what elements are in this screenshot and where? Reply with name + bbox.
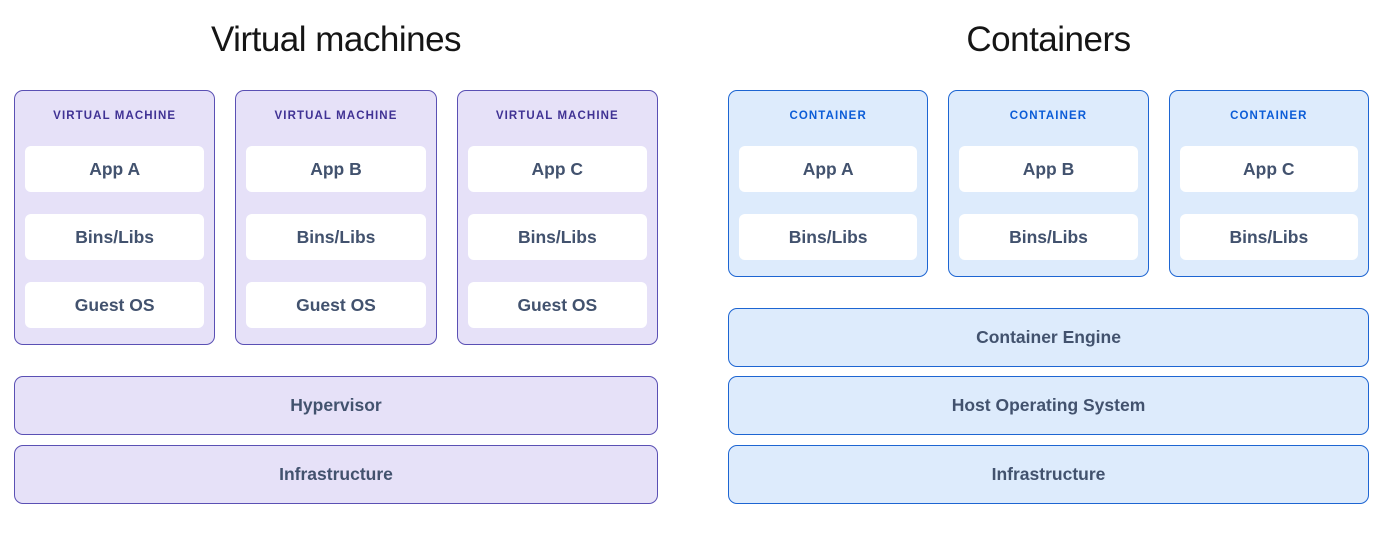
container1-app-layer: App A: [739, 146, 918, 192]
container-infrastructure-bar: Infrastructure: [728, 445, 1369, 504]
vm-cards-row: VIRTUAL MACHINE App A Bins/Libs Guest OS…: [14, 90, 658, 345]
container1-bins-libs-layer: Bins/Libs: [739, 214, 918, 260]
container2-app-layer: App B: [959, 146, 1138, 192]
vm-card-header: VIRTUAL MACHINE: [53, 110, 177, 122]
container-card-header: CONTAINER: [789, 110, 867, 122]
hypervisor-bar: Hypervisor: [14, 376, 658, 435]
container2-bins-libs-layer: Bins/Libs: [959, 214, 1138, 260]
virtual-machines-title: Virtual machines: [210, 20, 462, 59]
container-card-2: CONTAINER App B Bins/Libs: [948, 90, 1149, 277]
vm-infrastructure-bar: Infrastructure: [14, 445, 658, 504]
vm1-bins-libs-layer: Bins/Libs: [25, 214, 205, 260]
container-card-1: CONTAINER App A Bins/Libs: [728, 90, 929, 277]
vm2-app-layer: App B: [246, 146, 426, 192]
vm-card-1: VIRTUAL MACHINE App A Bins/Libs Guest OS: [14, 90, 216, 345]
container3-bins-libs-layer: Bins/Libs: [1179, 214, 1358, 260]
host-operating-system-bar: Host Operating System: [728, 376, 1369, 435]
vm1-app-layer: App A: [25, 146, 205, 192]
container-card-3: CONTAINER App C Bins/Libs: [1168, 90, 1369, 277]
vm3-guest-os-layer: Guest OS: [467, 282, 647, 328]
vm-card-3: VIRTUAL MACHINE App C Bins/Libs Guest OS: [456, 90, 658, 345]
container-engine-bar: Container Engine: [728, 308, 1369, 367]
containers-title: Containers: [966, 20, 1131, 59]
container-card-header: CONTAINER: [1009, 110, 1088, 122]
vm2-guest-os-layer: Guest OS: [246, 282, 426, 328]
vm1-guest-os-layer: Guest OS: [25, 282, 205, 328]
container3-app-layer: App C: [1179, 146, 1358, 192]
vm2-bins-libs-layer: Bins/Libs: [246, 214, 426, 260]
vm3-app-layer: App C: [467, 146, 647, 192]
container-cards-row: CONTAINER App A Bins/Libs CONTAINER App …: [728, 90, 1369, 277]
container-card-header: CONTAINER: [1230, 110, 1308, 122]
vm-card-2: VIRTUAL MACHINE App B Bins/Libs Guest OS: [235, 90, 437, 345]
vm-card-header: VIRTUAL MACHINE: [274, 110, 398, 122]
vm-card-header: VIRTUAL MACHINE: [495, 110, 619, 122]
vm3-bins-libs-layer: Bins/Libs: [467, 214, 647, 260]
